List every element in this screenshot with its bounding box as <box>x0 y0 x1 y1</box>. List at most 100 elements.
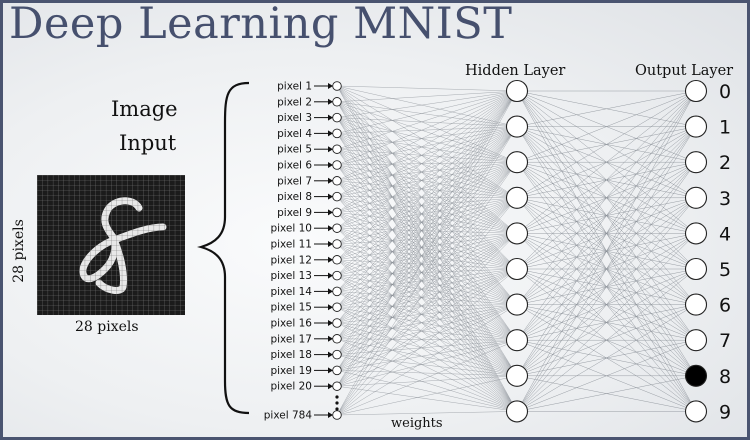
input-node <box>332 349 342 360</box>
input-arrowhead <box>328 162 333 168</box>
input-hidden-weight-line <box>336 148 518 163</box>
input-arrowhead <box>328 130 333 137</box>
input-hidden-weight-line <box>336 304 518 387</box>
hidden-output-weight-line <box>516 375 697 412</box>
input-pixel-label: pixel 3 <box>277 112 312 124</box>
input-arrowhead <box>328 193 333 200</box>
input-node <box>332 144 342 154</box>
input-node <box>332 286 342 297</box>
input-hidden-weight-line <box>336 370 518 412</box>
input-hidden-weight-line <box>336 197 518 387</box>
input-hidden-weight-line <box>336 101 518 198</box>
input-arrowhead <box>328 288 333 295</box>
input-arrowhead <box>328 256 333 263</box>
input-hidden-weight-line <box>336 197 518 213</box>
input-hidden-weight-line <box>336 233 518 339</box>
input-hidden-weight-line <box>336 126 518 339</box>
input-hidden-weight-line <box>336 338 518 377</box>
input-hidden-weight-line <box>336 126 518 134</box>
input-hidden-weight-line <box>336 268 518 340</box>
input-hidden-weight-line <box>336 101 518 163</box>
input-hidden-weight-line <box>336 354 518 377</box>
input-pixel-label: pixel 2 <box>277 96 312 108</box>
input-hidden-weight-line <box>336 197 518 261</box>
input-arrowhead <box>328 177 333 184</box>
input-pixel-label: pixel 9 <box>277 207 312 219</box>
input-pixel-label: pixel 12 <box>270 254 312 266</box>
input-hidden-weight-line <box>336 117 518 163</box>
output-node <box>684 79 708 103</box>
input-pixel-label: pixel 15 <box>270 302 312 314</box>
input-hidden-weight-line <box>336 126 518 260</box>
diagram-title: Deep Learning MNIST <box>9 0 513 49</box>
input-hidden-weight-line <box>336 268 518 355</box>
input-hidden-weight-line <box>336 90 518 229</box>
input-hidden-weight-line <box>336 268 518 387</box>
input-hidden-weight-line <box>336 304 518 371</box>
input-node <box>332 365 342 376</box>
input-hidden-weight-line <box>336 85 518 163</box>
input-hidden-weight-line <box>336 133 518 163</box>
hidden-node <box>505 151 529 174</box>
input-hidden-weight-line <box>336 126 518 416</box>
input-hidden-weight-line <box>336 90 518 308</box>
hidden-layer-label: Hidden Layer <box>465 63 566 79</box>
input-hidden-weight-line <box>336 162 518 292</box>
input-hidden-weight-line <box>336 339 518 371</box>
input-hidden-weight-line <box>336 90 518 103</box>
hidden-node <box>505 364 529 387</box>
input-hidden-weight-line <box>336 126 518 182</box>
input-arrowhead <box>328 320 333 326</box>
hidden-output-weight-line <box>516 233 697 412</box>
input-arrowhead <box>328 209 333 216</box>
hidden-output-weight-line <box>516 126 697 412</box>
hidden-node <box>505 115 529 138</box>
input-hidden-weight-line <box>336 161 518 166</box>
input-hidden-weight-line <box>336 197 518 324</box>
input-node <box>332 302 342 312</box>
input-hidden-weight-line <box>336 161 518 213</box>
input-hidden-weight-line <box>336 197 518 308</box>
output-digit-label: 9 <box>719 401 731 423</box>
input-hidden-weight-line <box>336 90 518 197</box>
input-hidden-weight-line <box>336 197 518 292</box>
input-node <box>332 81 342 91</box>
input-node <box>332 160 342 170</box>
input-hidden-weight-line <box>336 126 518 229</box>
input-hidden-weight-line <box>336 161 518 229</box>
ellipsis-dot <box>335 401 339 405</box>
image-input-label-line2: Input <box>119 131 177 155</box>
input-hidden-weight-line <box>336 259 518 376</box>
input-hidden-weight-line <box>336 306 518 377</box>
input-hidden-weight-line <box>336 90 518 150</box>
input-hidden-weight-line <box>336 197 518 416</box>
input-hidden-weight-line <box>336 233 518 416</box>
input-hidden-weight-line <box>336 162 518 355</box>
input-node <box>332 255 342 265</box>
ellipsis-dot <box>335 407 339 411</box>
input-hidden-weight-line <box>336 162 518 308</box>
input-hidden-weight-line <box>336 90 518 371</box>
input-hidden-weight-line <box>336 322 518 341</box>
input-node <box>332 270 342 281</box>
input-hidden-weight-line <box>336 164 518 199</box>
input-brace <box>197 81 250 415</box>
hidden-node <box>505 186 529 209</box>
input-arrowhead <box>328 351 333 358</box>
input-pixel-label: pixel 16 <box>270 318 312 330</box>
hidden-node <box>505 293 529 316</box>
input-pixel-label: pixel 19 <box>270 365 312 377</box>
input-hidden-weight-line <box>336 90 518 276</box>
hidden-output-weight-line <box>516 90 697 127</box>
input-hidden-weight-line <box>336 259 518 412</box>
hidden-node <box>505 329 529 352</box>
input-hidden-weight-line <box>336 90 518 387</box>
input-pixel-label: pixel 17 <box>270 333 312 345</box>
input-arrowhead <box>328 412 333 418</box>
input-hidden-weight-line <box>336 268 518 371</box>
input-node <box>332 410 342 420</box>
input-hidden-weight-line <box>336 126 518 276</box>
input-hidden-weight-line <box>336 126 518 371</box>
output-node <box>684 115 708 138</box>
